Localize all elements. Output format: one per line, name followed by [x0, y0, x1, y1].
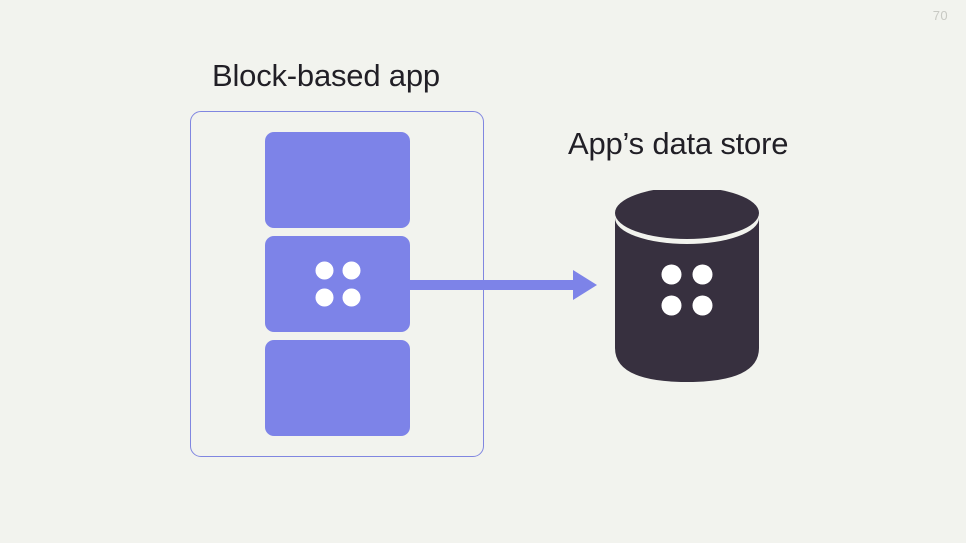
block-based-app-title: Block-based app [212, 58, 440, 93]
app-block-bottom [265, 340, 410, 436]
dot [342, 288, 360, 307]
data-store-cylinder [612, 187, 762, 385]
app-block-middle [265, 236, 410, 332]
dot [661, 295, 682, 316]
flow-arrow-icon [405, 270, 597, 300]
database-cylinder-icon [615, 187, 759, 382]
dot [315, 288, 333, 307]
dot [692, 295, 713, 316]
app-block-top [265, 132, 410, 228]
dot [661, 264, 682, 285]
block-dot-grid-icon [315, 261, 360, 307]
dot [315, 261, 333, 280]
dot [692, 264, 713, 285]
data-store-dot-grid-icon [661, 264, 713, 316]
data-store-title: App’s data store [568, 126, 789, 161]
dot [342, 261, 360, 280]
page-number: 70 [932, 8, 948, 23]
